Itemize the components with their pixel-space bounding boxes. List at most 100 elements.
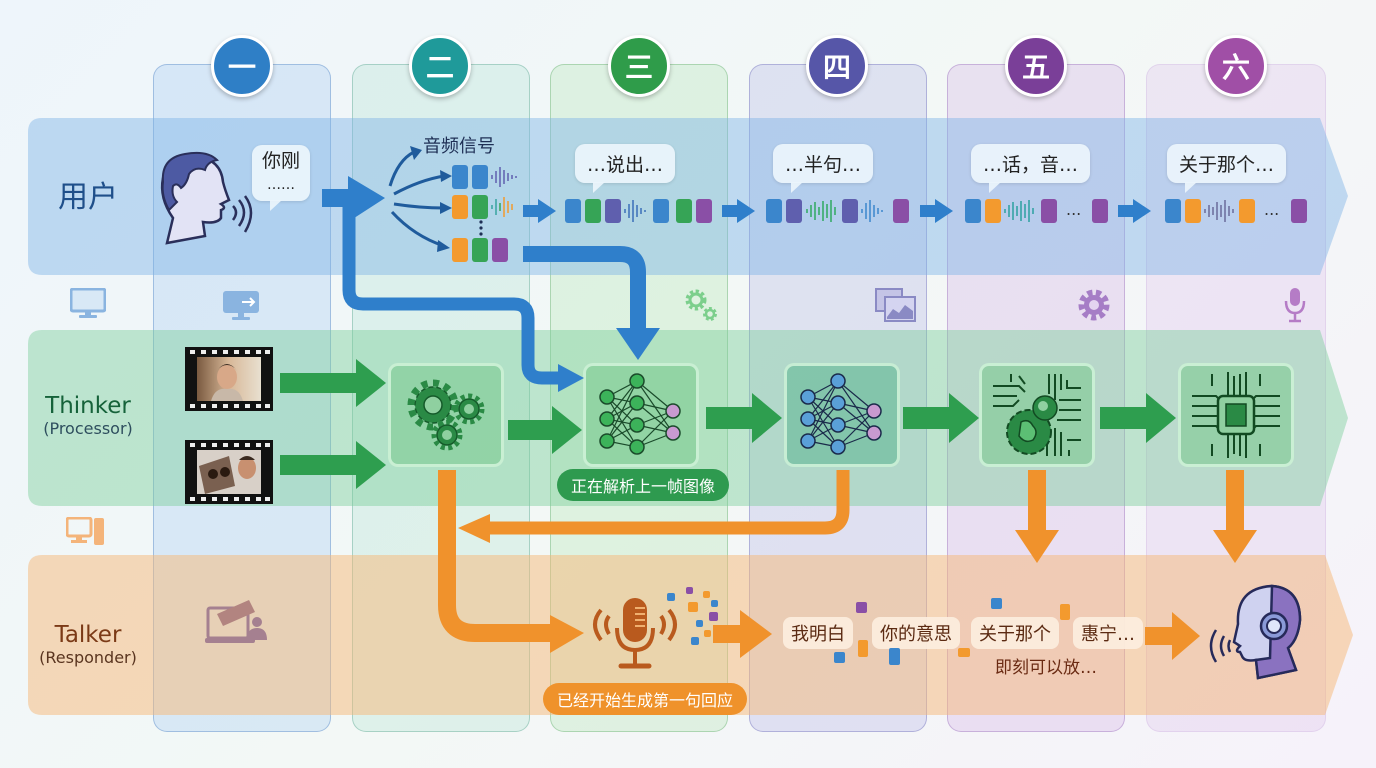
token-square	[709, 612, 718, 621]
audio-signal-label: 音频信号	[423, 136, 495, 157]
brain-circuit-node	[979, 363, 1095, 467]
stage-badge-2: 二	[409, 35, 471, 97]
audio-token	[1291, 199, 1307, 223]
thinker-lane-title: Thinker	[45, 393, 131, 419]
gears-icon	[685, 289, 717, 321]
laptop-presenter-icon	[205, 600, 267, 643]
trailing-text: 即刻可以放…	[995, 658, 1097, 678]
audio-token	[452, 238, 468, 262]
audio-token	[492, 238, 508, 262]
token-square	[858, 640, 868, 657]
audio-token	[1092, 199, 1108, 223]
microphone-icon	[1284, 288, 1306, 323]
token-square	[834, 652, 845, 663]
video-frame-thumbnail-1	[185, 347, 273, 411]
token-square	[856, 602, 867, 613]
audio-waveform-icon	[1204, 200, 1234, 222]
microphone-broadcast-icon	[593, 598, 677, 669]
token-square	[696, 620, 703, 627]
speech-bubble-4: …话，音…	[971, 144, 1091, 193]
token-square	[691, 637, 699, 645]
user-lane-title: 用户	[58, 180, 118, 215]
audio-token	[1185, 199, 1201, 223]
audio-token	[985, 199, 1001, 223]
audio-waveform-icon	[806, 200, 836, 222]
ai-chip-node	[1178, 363, 1294, 467]
speech-bubble-1-line2: ……	[267, 177, 295, 193]
ai-headset-head-icon	[1209, 584, 1302, 680]
token-square	[958, 648, 970, 657]
generated-word-2: 你的意思	[872, 617, 960, 649]
audio-token	[893, 199, 909, 223]
audio-token	[605, 199, 621, 223]
audio-token	[653, 199, 669, 223]
token-square	[1060, 604, 1070, 620]
audio-token	[676, 199, 692, 223]
audio-token	[766, 199, 782, 223]
token-square	[889, 648, 900, 665]
stage-badge-5: 五	[1005, 35, 1067, 97]
stage-badge-3: 三	[608, 35, 670, 97]
audio-token	[696, 199, 712, 223]
speech-bubble-3: …半句…	[773, 144, 874, 193]
thinker-status-pill: 正在解析上一帧图像	[557, 469, 730, 501]
talker-lane-label: Talker (Responder)	[28, 622, 148, 667]
talker-status-pill: 已经开始生成第一句回应	[543, 683, 748, 715]
user-lane-label: 用户	[28, 172, 148, 216]
audio-token	[452, 165, 468, 189]
audio-token	[565, 199, 581, 223]
speech-bubble-2: …说出…	[575, 144, 676, 193]
audio-token	[452, 195, 468, 219]
audio-token	[842, 199, 858, 223]
audio-token	[472, 238, 488, 262]
generated-word-4: 惠宁…	[1073, 617, 1143, 649]
stage-badge-4: 四	[806, 35, 868, 97]
audio-waveform-icon	[861, 200, 883, 222]
speech-bubble-5: 关于那个…	[1167, 144, 1287, 193]
token-square	[703, 591, 710, 598]
thinker-lane-subtitle: (Processor)	[43, 419, 133, 438]
audio-waveform-icon	[1004, 200, 1034, 222]
generated-word-3: 关于那个	[971, 617, 1059, 649]
video-frames-icon	[875, 288, 916, 322]
audio-waveform-icon	[624, 200, 646, 222]
neural-network-icon	[800, 373, 882, 455]
ai-chip-icon	[1192, 372, 1280, 458]
brain-circuit-icon	[993, 374, 1081, 456]
speech-bubble-1: 你刚 ……	[252, 145, 311, 211]
screen-share-icon	[223, 291, 259, 320]
token-square	[667, 593, 675, 601]
audio-token	[472, 165, 488, 189]
neural-network-node-blue	[784, 363, 900, 467]
talker-lane-subtitle: (Responder)	[39, 648, 137, 667]
audio-waveform-icon	[491, 167, 517, 187]
stage-badge-6: 六	[1205, 35, 1267, 97]
neural-network-node-green	[583, 363, 699, 467]
audio-token	[472, 195, 488, 219]
audio-token	[965, 199, 981, 223]
talker-lane	[28, 555, 1353, 715]
monitor-icon	[70, 288, 106, 318]
token-square	[991, 598, 1002, 609]
audio-waveform-icon	[491, 197, 513, 217]
audio-token	[1239, 199, 1255, 223]
gear-icon	[1078, 289, 1110, 321]
desktop-computer-icon	[66, 517, 104, 545]
audio-token	[1165, 199, 1181, 223]
generated-word-1: 我明白	[783, 617, 853, 649]
audio-token	[786, 199, 802, 223]
token-square	[711, 600, 718, 607]
processing-gears-node	[388, 363, 504, 467]
token-square	[704, 630, 711, 637]
ellipsis: ...	[1066, 200, 1082, 219]
talker-lane-title: Talker	[54, 622, 122, 648]
audio-token	[585, 199, 601, 223]
stage-badge-1: 一	[211, 35, 273, 97]
neural-network-icon	[599, 373, 681, 455]
token-square	[688, 602, 698, 612]
token-square	[686, 587, 693, 594]
speech-bubble-1-line1: 你刚	[262, 150, 301, 172]
gears-icon	[407, 379, 485, 451]
audio-token	[1041, 199, 1057, 223]
speaking-head-icon	[160, 151, 253, 245]
